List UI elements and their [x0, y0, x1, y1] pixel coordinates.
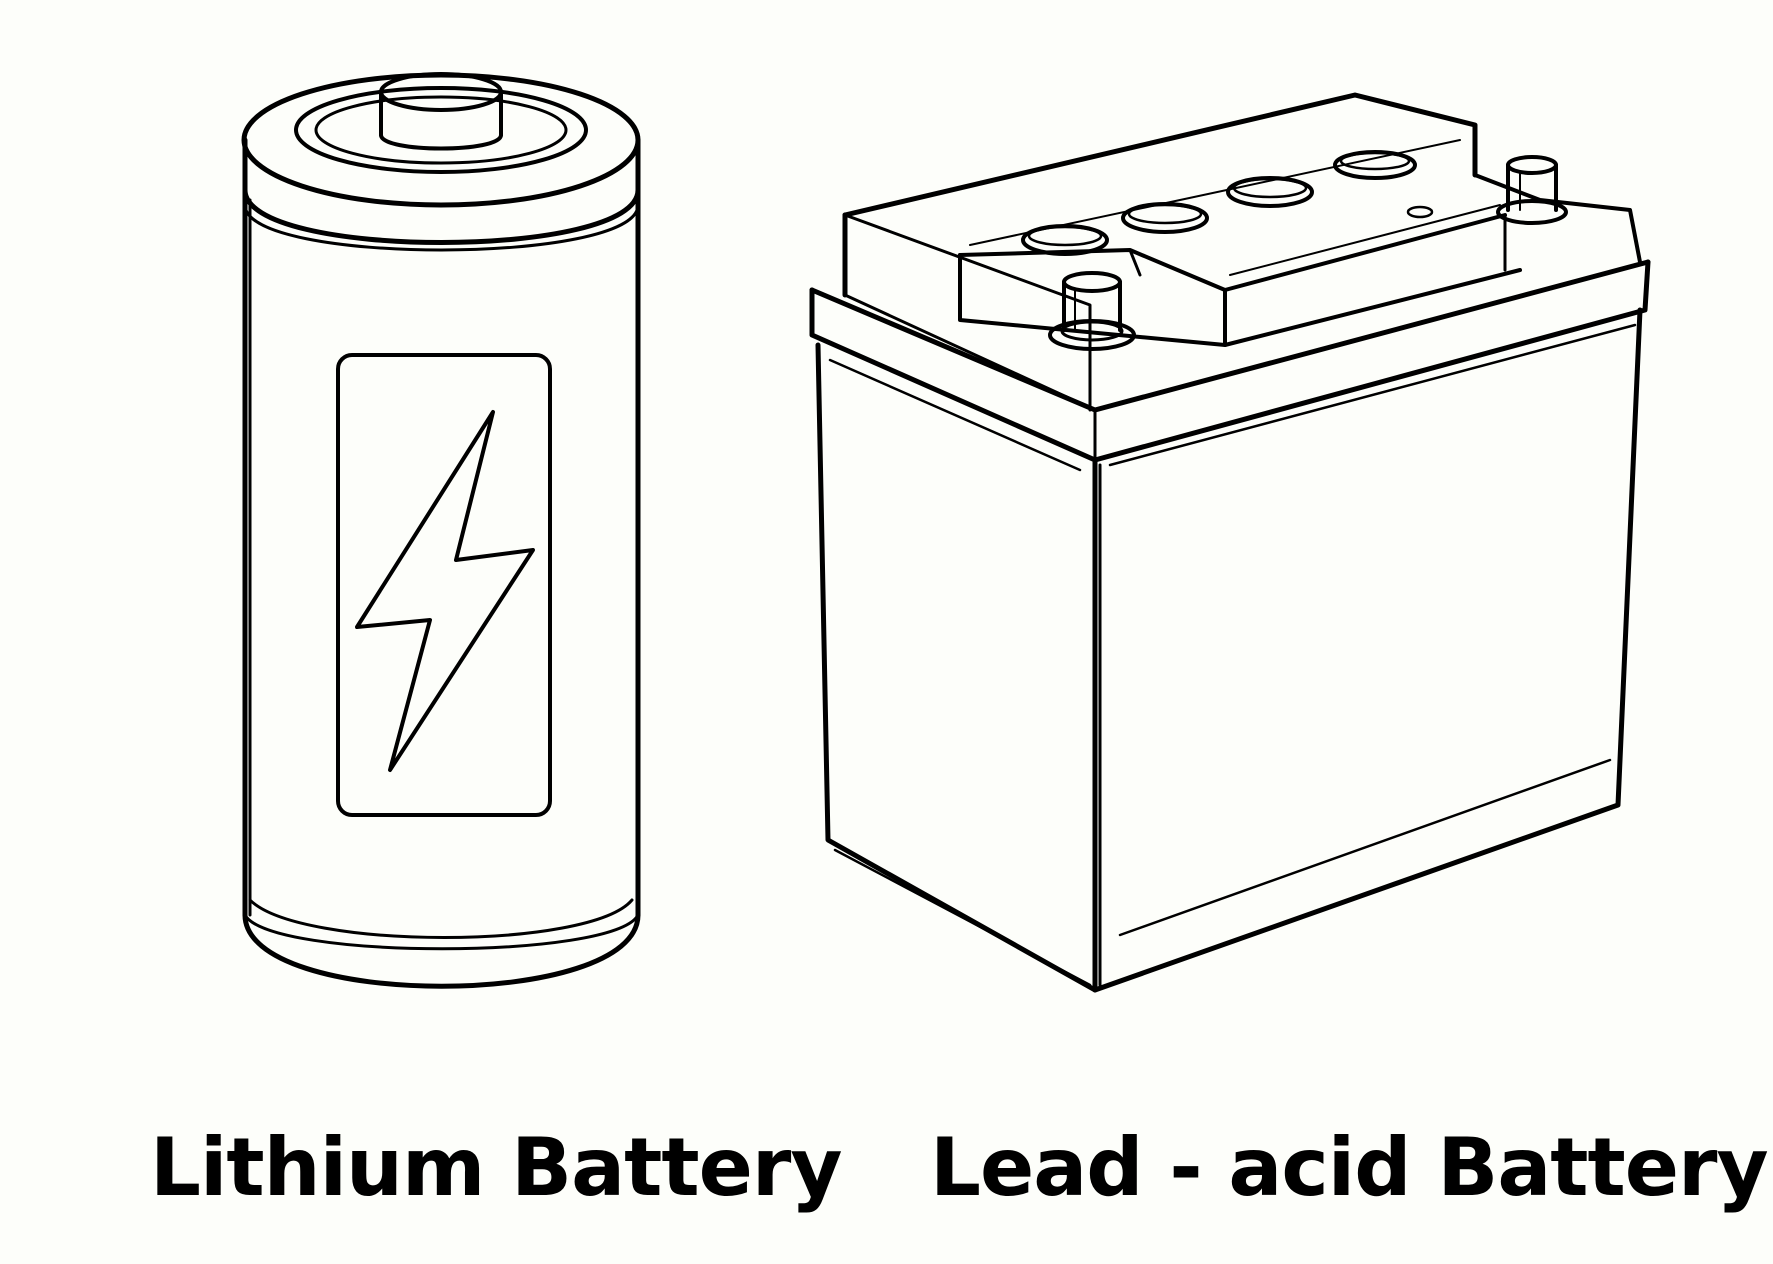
lithium-battery-label: Lithium Battery: [150, 1121, 842, 1214]
lead-acid-battery-label: Lead - acid Battery: [930, 1121, 1769, 1214]
lithium-battery-icon: [241, 72, 641, 989]
car-battery-icon: [809, 92, 1651, 993]
lightning-bolt-icon: [355, 410, 535, 772]
